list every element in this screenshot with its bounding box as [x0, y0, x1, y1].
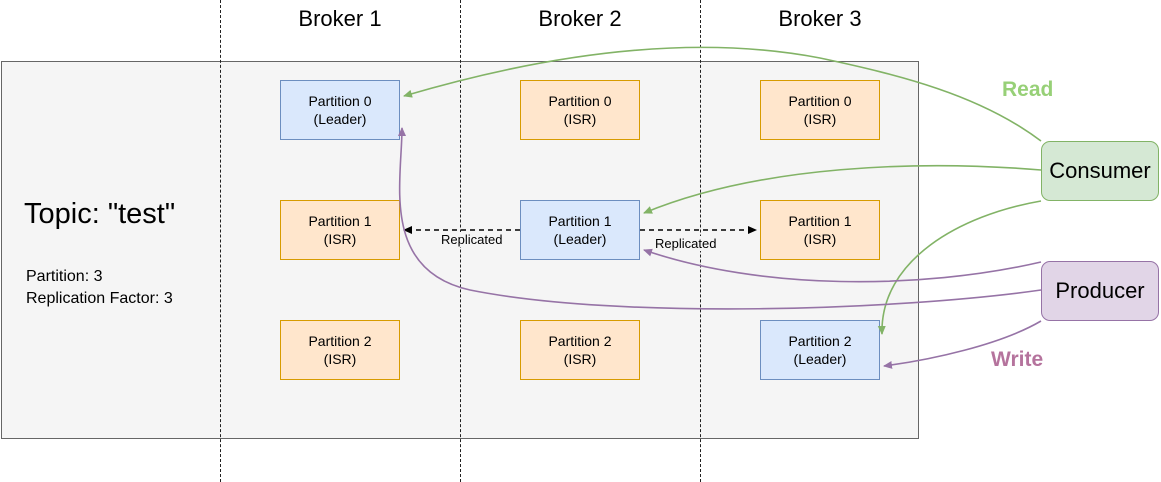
write-arrow-partition-0: [397, 127, 1042, 310]
partition-name: Partition 0: [308, 93, 372, 109]
broker3-partition-1: Partition 1 (ISR): [760, 200, 880, 260]
broker3-partition-2: Partition 2 (Leader): [760, 320, 880, 380]
partition-role: (ISR): [323, 231, 357, 247]
broker-2-label: Broker 2: [538, 6, 622, 31]
replicated-label-left: Replicated: [441, 232, 503, 247]
partition-name: Partition 1: [308, 213, 372, 229]
partition-role: (ISR): [803, 111, 837, 127]
read-label: Read: [1002, 78, 1054, 101]
partition-role: (ISR): [563, 351, 597, 367]
replicated-label-right: Replicated: [655, 236, 717, 251]
partition-name: Partition 2: [548, 333, 612, 349]
partition-name: Partition 1: [788, 213, 852, 229]
broker-divider: [220, 0, 221, 482]
partition-name: Partition 0: [788, 93, 852, 109]
partition-name: Partition 2: [308, 333, 372, 349]
read-arrow-partition-1: [643, 164, 1042, 214]
broker-3-label: Broker 3: [778, 6, 862, 31]
partition-role: (ISR): [323, 351, 357, 367]
write-arrow-partition-1: [643, 248, 1042, 283]
partition-role: (ISR): [563, 111, 597, 127]
partition-count: Partition: 3: [26, 268, 103, 285]
producer-node: Producer: [1041, 261, 1159, 321]
write-arrow-partition-2: [883, 320, 1042, 369]
read-arrow-partition-2: [877, 200, 1042, 335]
broker1-partition-2: Partition 2 (ISR): [280, 320, 400, 380]
consumer-node: Consumer: [1041, 141, 1159, 201]
topic-title: Topic: "test": [24, 198, 176, 230]
broker3-partition-0: Partition 0 (ISR): [760, 80, 880, 140]
broker2-partition-1: Partition 1 (Leader): [520, 200, 640, 260]
topic-meta: Partition: 3 Replication Factor: 3: [26, 266, 173, 310]
broker2-partition-2: Partition 2 (ISR): [520, 320, 640, 380]
broker1-partition-0: Partition 0 (Leader): [280, 80, 400, 140]
read-arrow-partition-0: [403, 46, 1042, 142]
write-label: Write: [991, 348, 1044, 371]
partition-name: Partition 2: [788, 333, 852, 349]
broker1-partition-1: Partition 1 (ISR): [280, 200, 400, 260]
partition-role: (ISR): [803, 231, 837, 247]
broker-1-label: Broker 1: [298, 6, 382, 31]
partition-role: (Leader): [553, 231, 607, 247]
partition-name: Partition 1: [548, 213, 612, 229]
replication-factor: Replication Factor: 3: [26, 290, 173, 307]
partition-name: Partition 0: [548, 93, 612, 109]
broker2-partition-0: Partition 0 (ISR): [520, 80, 640, 140]
partition-role: (Leader): [313, 111, 367, 127]
partition-role: (Leader): [793, 351, 847, 367]
